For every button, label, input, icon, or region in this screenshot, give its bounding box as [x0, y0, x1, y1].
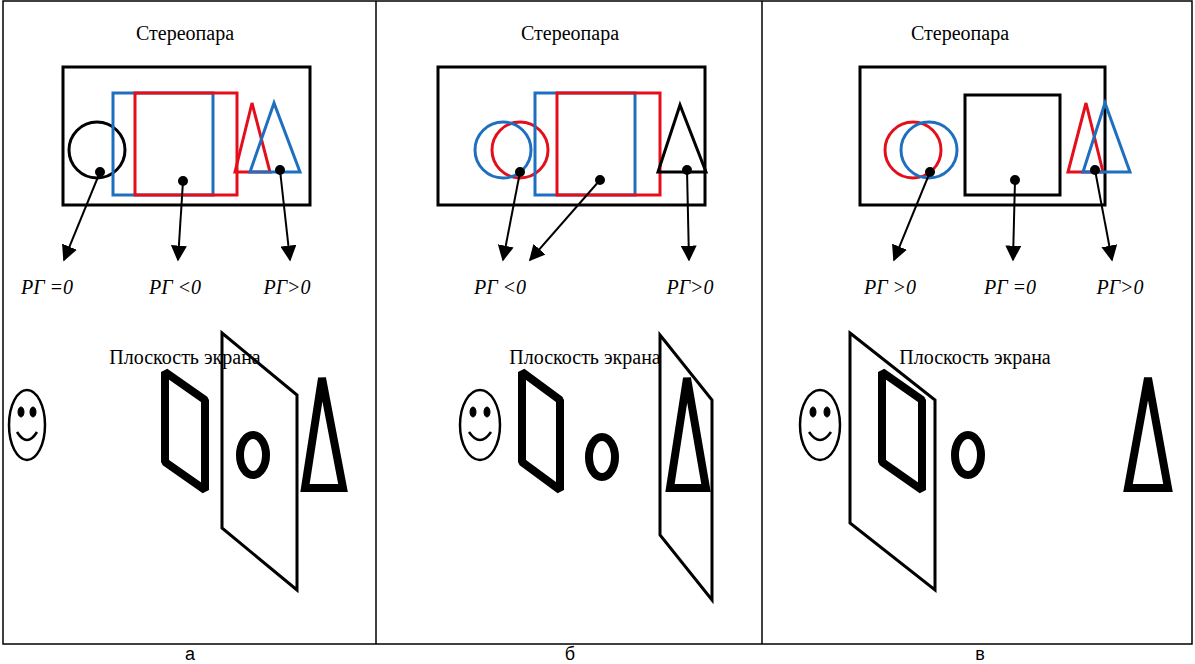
parallax-label: PГ =0 — [984, 276, 1036, 298]
screen-plane-label: Плоскость экрана — [109, 346, 261, 368]
parallax-label: PГ>0 — [263, 276, 310, 298]
parallax-label: PГ >0 — [864, 276, 916, 298]
stereo-pair-b — [438, 67, 706, 205]
stereo-pair-c — [860, 67, 1130, 205]
screen-plane-c — [800, 333, 1168, 590]
parallax-label: PГ <0 — [149, 276, 201, 298]
panel-title: Стереопара — [911, 22, 1009, 44]
parallax-label: PГ>0 — [1096, 276, 1143, 298]
screen-plane-label: Плоскость экрана — [899, 346, 1051, 368]
parallax-label: PГ =0 — [21, 276, 73, 298]
panel-letter: в — [975, 645, 985, 664]
screen-plane-a — [9, 333, 343, 590]
panel-title: Стереопара — [521, 22, 619, 44]
pointer-arrows-b — [503, 166, 691, 260]
parallax-label: PГ <0 — [474, 276, 526, 298]
pointer-arrows-a — [64, 166, 290, 260]
panel-title: Стереопара — [136, 22, 234, 44]
pointer-arrows-c — [894, 166, 1112, 260]
panel-frame — [3, 1, 1192, 644]
parallax-label: PГ>0 — [666, 276, 713, 298]
panel-letter: а — [185, 645, 195, 664]
stereo-pair-a — [63, 67, 310, 205]
screen-plane-label: Плоскость экрана — [509, 346, 661, 368]
panel-letter: б — [565, 645, 575, 664]
screen-plane-b — [460, 335, 712, 600]
